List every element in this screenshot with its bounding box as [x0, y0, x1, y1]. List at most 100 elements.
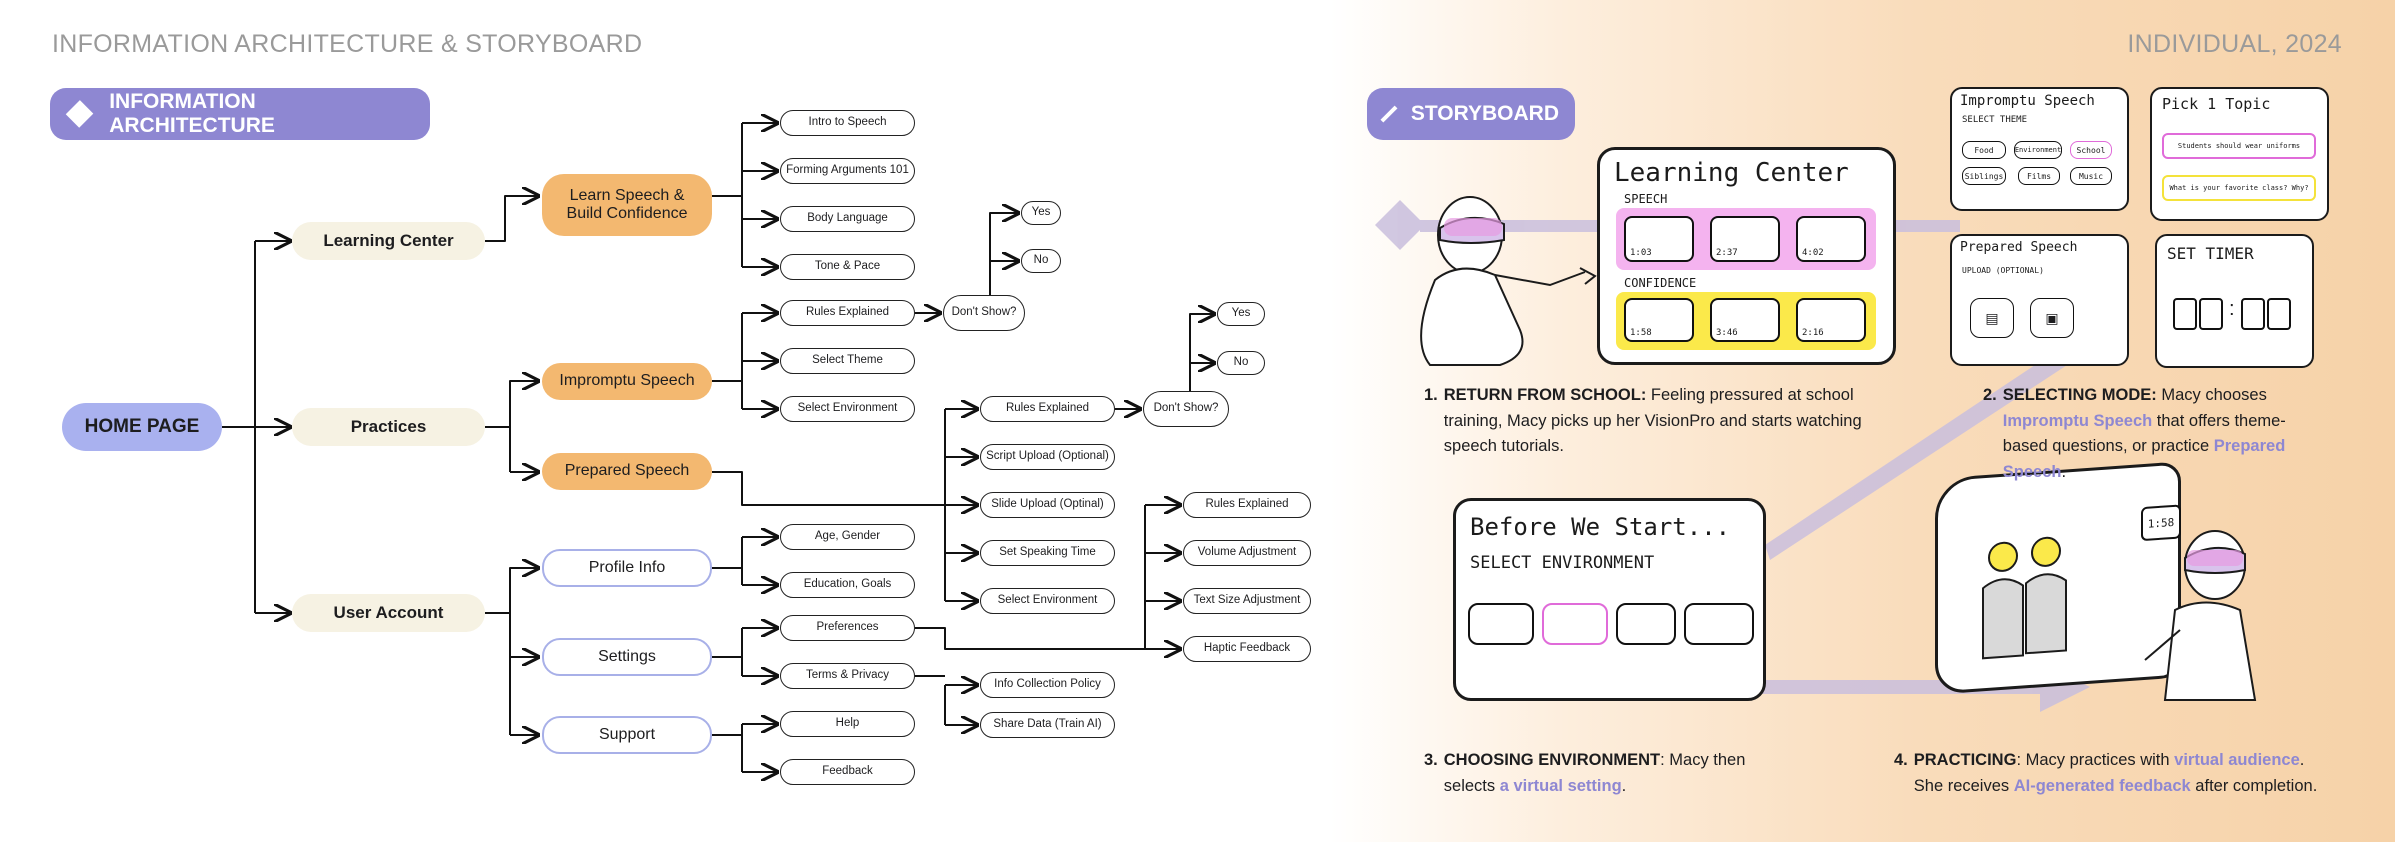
step1-number: 1. — [1424, 386, 1438, 404]
step3-post: . — [1621, 776, 1627, 795]
virtual-audience-sketch — [1982, 536, 2067, 660]
sketch-set-timer: SET TIMER : — [2155, 234, 2314, 368]
timer-digit — [2267, 298, 2291, 330]
leaf-no-2: No — [1217, 351, 1265, 375]
person-headset-sketch-1 — [1420, 196, 1597, 366]
step3-highlight: a virtual setting — [1499, 776, 1622, 795]
story-step-4: 4. PRACTICING: Macy practices with virtu… — [1894, 748, 2324, 799]
leaf-dont-show-1: Don't Show? — [943, 295, 1025, 331]
story-step-2: 2. SELECTING MODE: Macy chooses Imprompt… — [1983, 383, 2318, 485]
leaf-feedback: Feedback — [780, 759, 915, 785]
step4-post: after completion. — [2190, 776, 2318, 795]
settings-node: Settings — [542, 638, 712, 676]
story-step-1: 1. RETURN FROM SCHOOL: Feeling pressured… — [1424, 383, 1894, 460]
leaf-dont-show-2: Don't Show? — [1143, 391, 1229, 427]
leaf-forming-arguments: Forming Arguments 101 — [780, 158, 915, 184]
sketch-pick-topic: Pick 1 Topic Students should wear unifor… — [2150, 87, 2329, 221]
leaf-set-speaking-time: Set Speaking Time — [980, 540, 1115, 566]
sketch1-card: 3:46 — [1710, 298, 1780, 342]
step2-mid: that offers theme-based questions, or pr… — [2002, 411, 2286, 456]
timer-digit — [2199, 298, 2223, 330]
page-header-left: INFORMATION ARCHITECTURE & STORYBOARD — [52, 30, 643, 58]
sketch1-card: 1:03 — [1624, 216, 1694, 262]
diamond-icon — [1380, 105, 1398, 123]
environment-option — [1468, 603, 1534, 645]
home-page-node: HOME PAGE — [62, 403, 222, 451]
theme-chip: Siblings — [1962, 167, 2006, 185]
timer-digit — [2173, 298, 2197, 330]
leaf-info-collection: Info Collection Policy — [980, 672, 1115, 698]
learn-speech-node: Learn Speech & Build Confidence — [542, 174, 712, 236]
leaf-help: Help — [780, 711, 915, 737]
support-node: Support — [542, 716, 712, 754]
step4-pre: : Macy practices with — [2016, 751, 2175, 769]
user-account-node: User Account — [292, 594, 485, 632]
sketch-prepared-speech: Prepared Speech UPLOAD (OPTIONAL) ▤ ▣ — [1950, 234, 2129, 366]
impromptu-speech-node: Impromptu Speech — [542, 363, 712, 400]
sketch2a-title: Impromptu Speech — [1960, 93, 2095, 109]
sketch1-card: 1:58 — [1624, 298, 1694, 342]
step4-heading: PRACTICING — [1913, 751, 2017, 769]
learning-center-node: Learning Center — [292, 222, 485, 260]
leaf-prepared-environment: Select Environment — [980, 588, 1115, 614]
step2-number: 2. — [1983, 386, 1997, 404]
topic-option: What is your favorite class? Why? — [2162, 175, 2316, 201]
timer-digit — [2241, 298, 2265, 330]
step1-heading: RETURN FROM SCHOOL: — [1443, 386, 1647, 404]
sketch1-card: 2:37 — [1710, 216, 1780, 262]
topic-option: Students should wear uniforms — [2162, 133, 2316, 159]
storyboard-section-title: STORYBOARD — [1367, 88, 1575, 140]
practices-node: Practices — [292, 408, 485, 446]
leaf-impromptu-environment: Select Environment — [780, 396, 915, 422]
environment-option-selected — [1542, 603, 1608, 645]
leaf-script-upload: Script Upload (Optional) — [980, 444, 1115, 470]
leaf-yes-1: Yes — [1021, 201, 1061, 225]
leaf-text-size: Text Size Adjustment — [1183, 588, 1311, 614]
step3-heading: CHOOSING ENVIRONMENT — [1443, 751, 1661, 769]
sketch1-confidence-row: 1:58 3:46 2:16 — [1616, 292, 1876, 350]
leaf-body-language: Body Language — [780, 206, 915, 232]
step2-pre: Macy chooses — [2156, 386, 2267, 404]
sketch2a-sub: SELECT THEME — [1962, 115, 2028, 125]
step3-number: 3. — [1424, 751, 1438, 769]
step3-pre: : Macy then selects — [1443, 751, 1746, 795]
prepared-speech-node: Prepared Speech — [542, 453, 712, 490]
theme-chip: Food — [1962, 141, 2006, 159]
leaf-no-1: No — [1021, 249, 1061, 273]
sketch-impromptu-speech: Impromptu Speech SELECT THEME Food Envir… — [1950, 87, 2129, 211]
ia-title-text: INFORMATION ARCHITECTURE — [109, 90, 275, 137]
step2-highlight-impromptu: Impromptu Speech — [2002, 411, 2153, 430]
ia-connectors — [222, 0, 1330, 842]
ia-section-title: INFORMATION ARCHITECTURE — [50, 88, 430, 140]
leaf-tone-pace: Tone & Pace — [780, 254, 915, 280]
sketch-select-environment: Before We Start... SELECT ENVIRONMENT — [1453, 498, 1766, 701]
person-headset-sketch-4 — [2144, 530, 2257, 701]
theme-chip: School — [2070, 141, 2112, 159]
step4-number: 4. — [1894, 751, 1908, 769]
sketch1-card: 2:16 — [1796, 298, 1866, 342]
sketch1-card: 4:02 — [1796, 216, 1866, 262]
step4-highlight-feedback: AI-generated feedback — [2013, 776, 2191, 795]
sketch1-confidence-label: CONFIDENCE — [1624, 276, 1697, 290]
sketch-learning-center: Learning Center SPEECH 1:03 2:37 4:02 CO… — [1597, 147, 1896, 365]
sketch-practicing: 1:58 — [1935, 461, 2181, 695]
environment-option — [1684, 603, 1754, 645]
sketch2d-title: SET TIMER — [2167, 244, 2254, 263]
leaf-select-theme: Select Theme — [780, 348, 915, 374]
leaf-share-data: Share Data (Train AI) — [980, 712, 1115, 738]
sketch1-speech-label: SPEECH — [1624, 192, 1668, 206]
slides-icon: ▣ — [2030, 298, 2074, 338]
leaf-yes-2: Yes — [1217, 302, 1265, 326]
leaf-prepared-rules: Rules Explained — [980, 396, 1115, 422]
leaf-volume-adjustment: Volume Adjustment — [1183, 540, 1311, 566]
step1-text: Feeling pressured at school training, Ma… — [1443, 386, 1862, 456]
leaf-impromptu-rules: Rules Explained — [780, 300, 915, 326]
theme-chip: Environment — [2014, 141, 2062, 159]
profile-info-node: Profile Info — [542, 549, 712, 587]
sketch2c-title: Prepared Speech — [1960, 240, 2078, 255]
step4-highlight-audience: virtual audience — [2174, 751, 2300, 769]
step2-post: . — [2061, 462, 2067, 481]
leaf-education-goals: Education, Goals — [780, 572, 915, 598]
leaf-haptic-feedback: Haptic Feedback — [1183, 636, 1311, 662]
leaf-age-gender: Age, Gender — [780, 524, 915, 550]
